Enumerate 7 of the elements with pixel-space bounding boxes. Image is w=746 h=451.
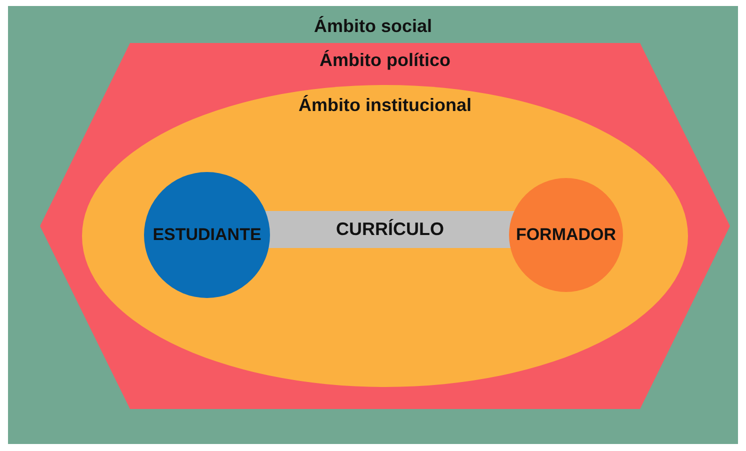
bar: CURRÍCULO: [265, 211, 515, 248]
ellipse-region: [82, 85, 688, 387]
region-heading: Ámbito institucional: [298, 95, 472, 115]
outer-region: [8, 6, 738, 444]
hexagon-region: [40, 43, 730, 409]
region-heading: Ámbito político: [320, 50, 450, 70]
region-heading: Ámbito social: [314, 16, 432, 36]
